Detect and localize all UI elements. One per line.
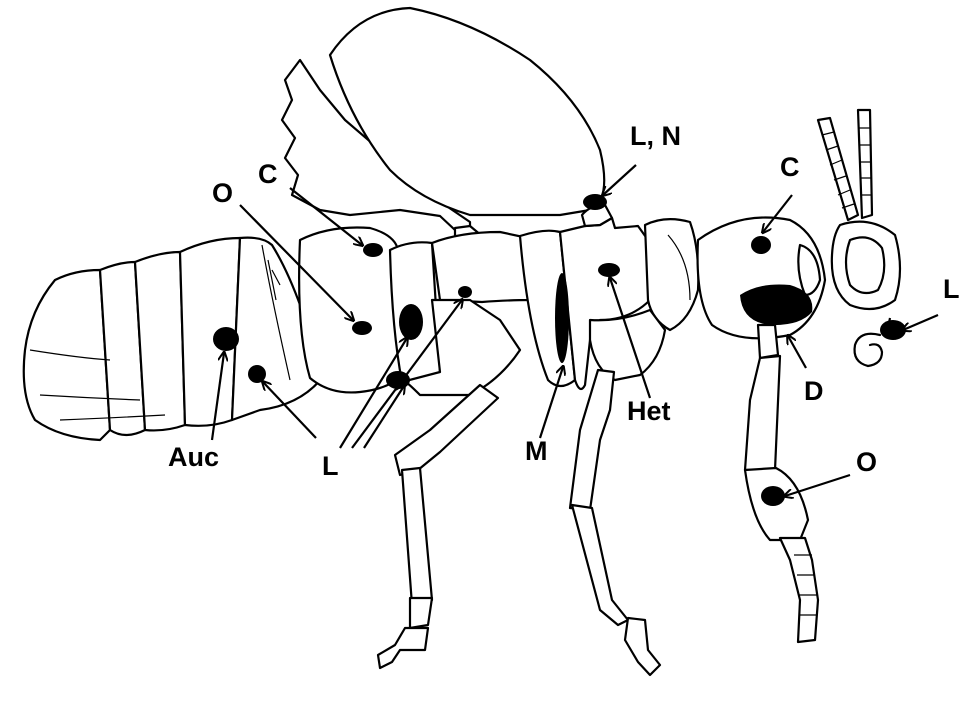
head [698,110,900,366]
label-m: M [525,436,548,466]
gland-spot [880,320,906,340]
label-o-bottom: O [856,447,877,477]
gland-spot [761,486,785,506]
label-c-right: C [780,152,800,182]
label-auc: Auc [168,442,219,472]
label-c-top: C [258,159,278,189]
label-het: Het [627,396,671,426]
gland-spot [399,304,423,340]
thorax [402,205,699,395]
gland-spot [583,194,607,210]
gland-spot [248,365,266,383]
gland-spot [363,243,383,257]
gland-spot [213,327,239,351]
gland-spot [555,273,569,363]
label-l-bottom: L [322,451,339,481]
label-o-left: O [212,178,233,208]
label-ln: L, N [630,121,681,151]
gland-spot [751,236,771,254]
label-l-far-right: L [943,274,960,304]
wings [282,8,604,248]
gland-spot [458,286,472,298]
gland-spot [352,321,372,335]
gland-spot [598,263,620,277]
label-d: D [804,376,824,406]
